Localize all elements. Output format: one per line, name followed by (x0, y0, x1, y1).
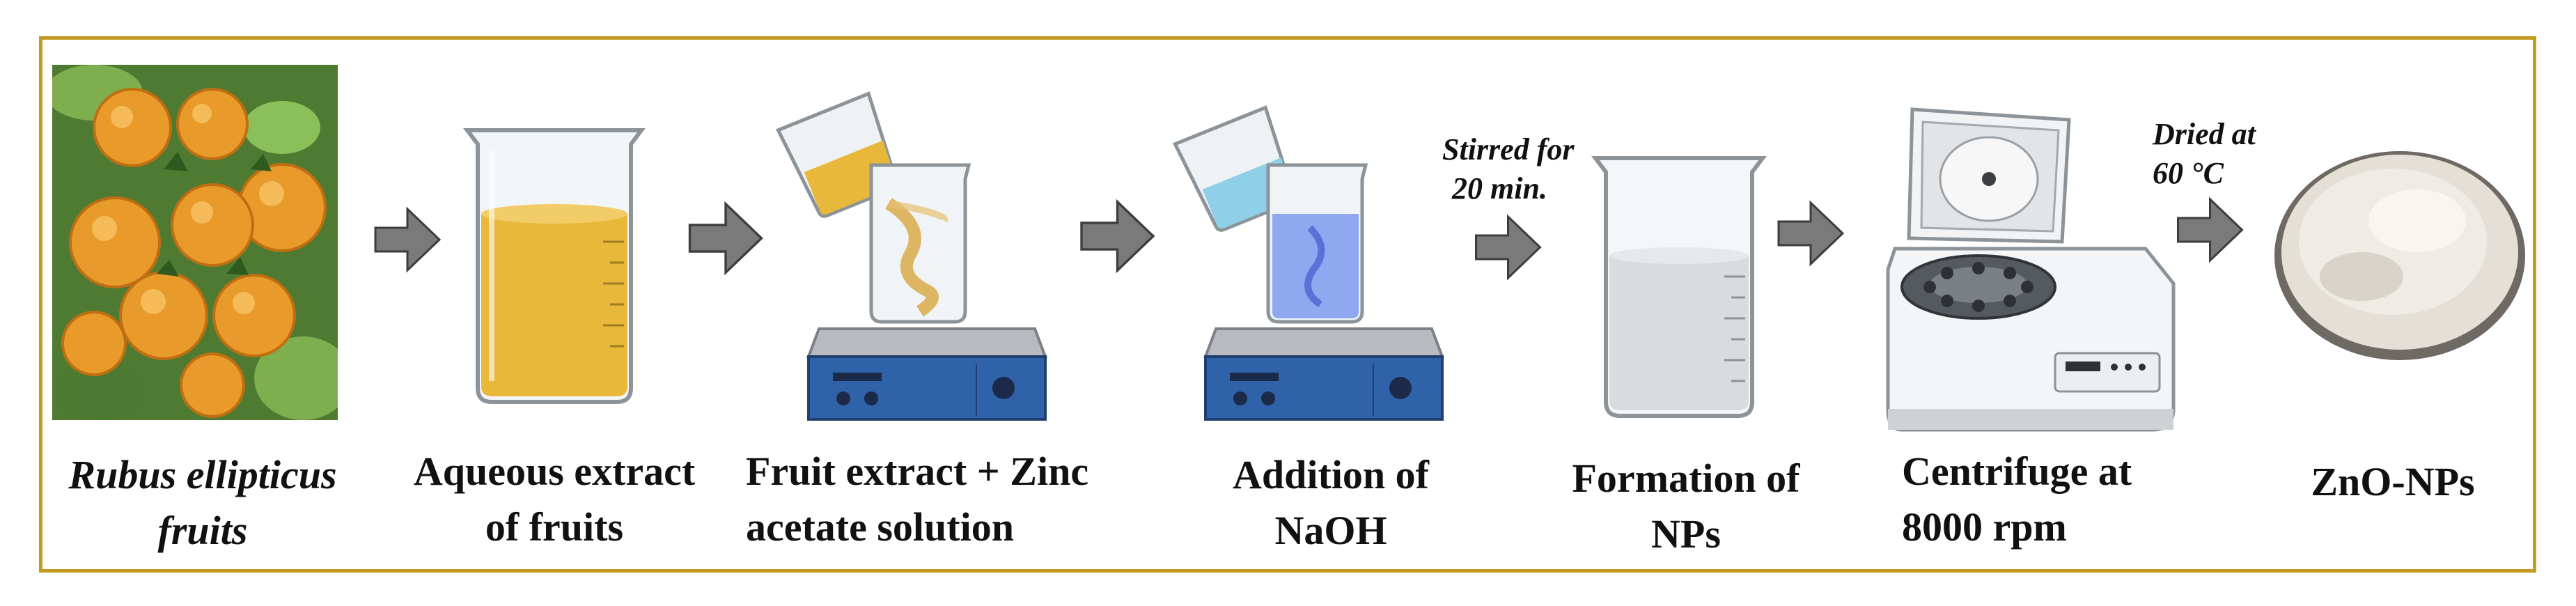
stirred-note: Stirred for 20 min. (1442, 130, 1574, 208)
rubus-label: Rubus ellipticus fruits (42, 447, 363, 559)
diagram-frame: Stirred for 20 min. Dried at 60 °C Rubus… (39, 36, 2536, 573)
formation-beaker-icon (1591, 156, 1767, 418)
centrifuge-label-line2: 8000 rpm (1902, 504, 2067, 550)
mix-label-line2: acetate solution (746, 504, 1014, 550)
formation-label-line2: NPs (1651, 511, 1721, 557)
naoh-label-line2: NaOH (1274, 508, 1387, 553)
dried-note-line2: 60 °C (2153, 156, 2224, 190)
aqueous-label: Aqueous extract of fruits (380, 444, 728, 555)
stirred-note-line1: Stirred for (1442, 132, 1575, 166)
formation-label: Formation of NPs (1540, 451, 1832, 562)
zno-powder-dish-icon (2274, 151, 2525, 360)
arrow-6 (2177, 196, 2244, 263)
rubus-fruit-photo (52, 65, 338, 420)
aqueous-extract-beaker-icon (463, 128, 646, 404)
rubus-label-line2: fruits (157, 508, 248, 553)
stirrer-zinc-acetate-icon (775, 91, 1047, 421)
mix-label-line1: Fruit extract + Zinc (746, 449, 1089, 494)
formation-label-line1: Formation of (1572, 456, 1800, 501)
centrifuge-label-line1: Centrifuge at (1902, 449, 2132, 494)
zno-label: ZnO-NPs (2278, 454, 2508, 510)
arrow-4 (1475, 214, 1542, 281)
mix-label: Fruit extract + Zinc acetate solution (746, 444, 1164, 555)
arrow-5 (1777, 200, 1845, 267)
stirred-note-line2: 20 min. (1452, 171, 1547, 205)
naoh-label-line1: Addition of (1232, 452, 1429, 497)
aqueous-label-line2: of fruits (485, 504, 624, 550)
zno-label-line1: ZnO-NPs (2311, 459, 2475, 504)
aqueous-label-line1: Aqueous extract (413, 449, 696, 494)
arrow-3 (1080, 199, 1155, 274)
naoh-label: Addition of NaOH (1199, 447, 1463, 559)
dried-note-line1: Dried at (2153, 117, 2256, 151)
arrow-2 (688, 201, 763, 276)
arrow-1 (374, 206, 442, 273)
rubus-label-line1: Rubus ellipticus (68, 452, 337, 497)
centrifuge-label: Centrifuge at 8000 rpm (1902, 444, 2194, 555)
centrifuge-icon (1886, 107, 2176, 432)
stirrer-naoh-icon (1172, 105, 1444, 421)
dried-note: Dried at 60 °C (2153, 115, 2256, 193)
